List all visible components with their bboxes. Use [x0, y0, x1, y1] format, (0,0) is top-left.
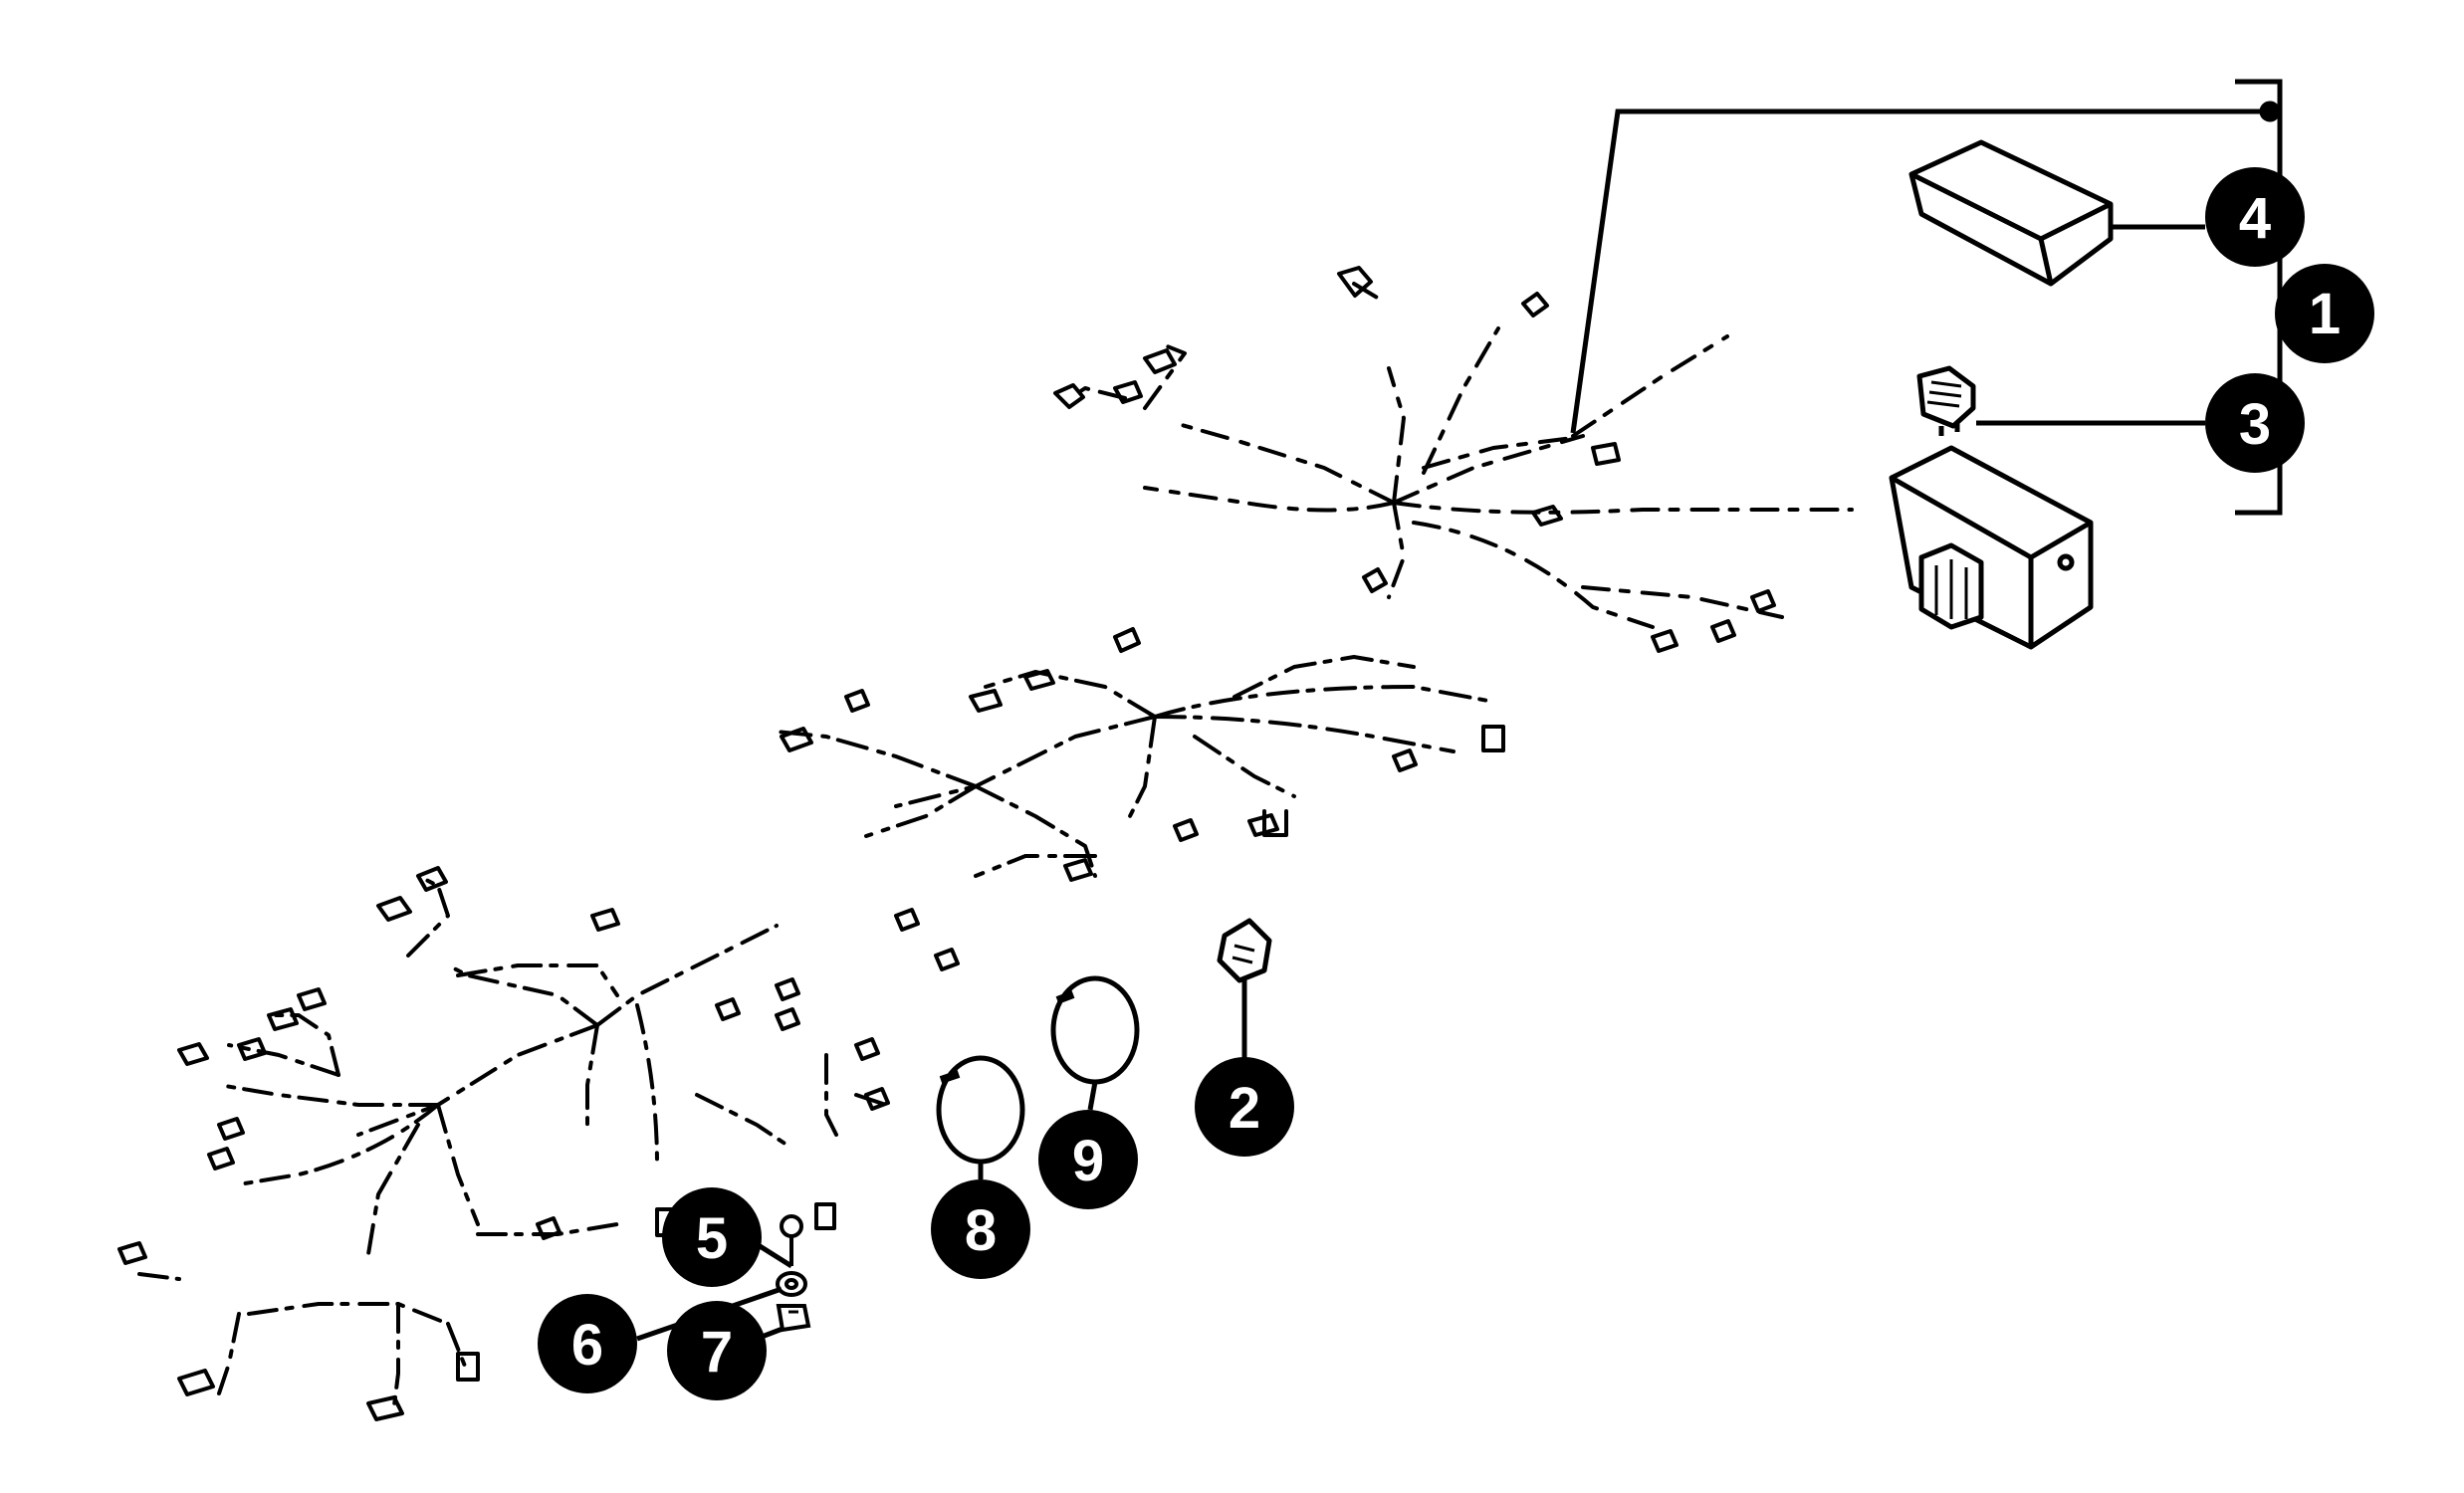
callout-2: 2	[1195, 1057, 1294, 1157]
harness-upper-connectors	[1053, 266, 1776, 653]
harness-upper-section	[1068, 282, 1854, 629]
hose-clamp-9	[1050, 975, 1140, 1085]
callout-9: 9	[1038, 1110, 1138, 1209]
callout-label-9: 9	[1072, 1129, 1104, 1193]
callout-label-8: 8	[965, 1198, 997, 1263]
callout-label-6: 6	[571, 1313, 603, 1378]
leader-line-1	[1570, 108, 2270, 434]
harness-middle-section	[775, 655, 1495, 878]
relay-connector	[1916, 365, 1976, 436]
leader-line-5	[755, 1241, 793, 1269]
callout-label-2: 2	[1229, 1076, 1260, 1141]
callout-3: 3	[2205, 373, 2305, 473]
fastener-washer	[776, 1271, 807, 1297]
callout-1: 1	[2275, 264, 2374, 363]
harness-lower-section	[137, 874, 888, 1415]
connector-clip	[1217, 918, 1272, 983]
callouts: 1 2 3 4 5 6 7 8	[538, 167, 2374, 1400]
module-box	[1908, 139, 2114, 287]
leader-dot-1	[2259, 101, 2281, 122]
callout-7: 7	[667, 1301, 767, 1400]
callout-label-7: 7	[701, 1320, 733, 1385]
callout-label-4: 4	[2239, 186, 2271, 251]
leader-line-9	[1087, 1081, 1098, 1111]
callout-label-5: 5	[696, 1206, 728, 1271]
harness-middle-connectors	[780, 627, 1505, 882]
callout-label-3: 3	[2239, 392, 2271, 457]
callout-8: 8	[931, 1179, 1030, 1279]
callout-5: 5	[662, 1187, 762, 1287]
callout-4: 4	[2205, 167, 2305, 267]
fuse-box-enclosure	[1889, 445, 2094, 650]
callout-6: 6	[538, 1294, 637, 1393]
fastener-nut	[776, 1304, 811, 1333]
callout-label-1: 1	[2309, 282, 2341, 346]
hose-clamp-8	[936, 1055, 1025, 1165]
fastener-bolt	[780, 1214, 803, 1266]
